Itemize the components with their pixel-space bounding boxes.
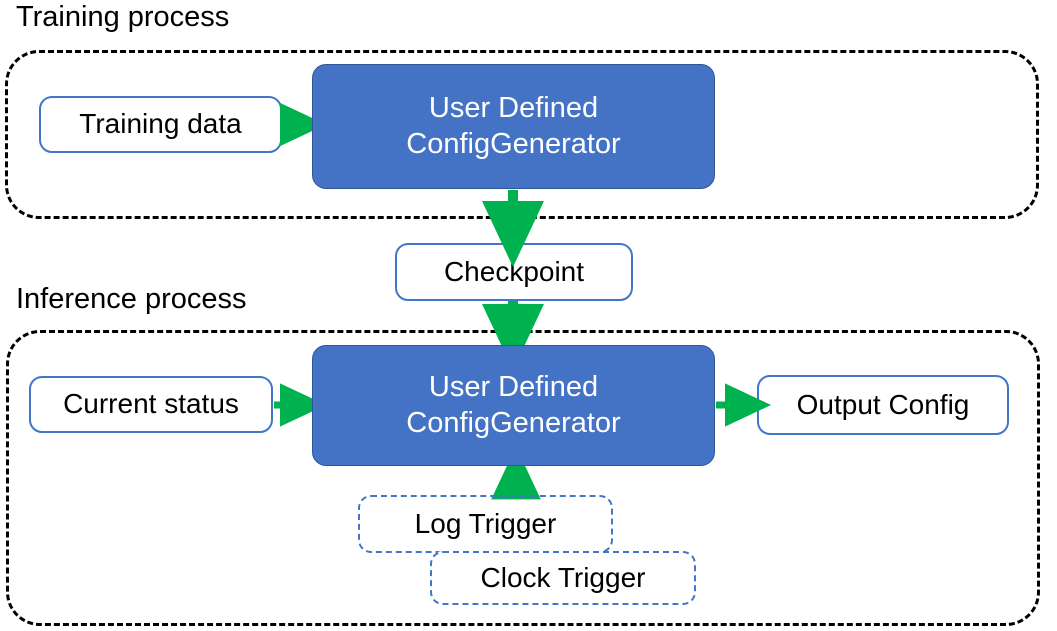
training-process-title: Training process	[16, 1, 230, 33]
node-output-config[interactable]: Output Config	[757, 375, 1009, 435]
node-user-defined-config-generator-training[interactable]: User Defined ConfigGenerator	[312, 64, 715, 189]
node-user-defined-config-generator-inference[interactable]: User Defined ConfigGenerator	[312, 345, 715, 466]
node-log-trigger[interactable]: Log Trigger	[358, 495, 613, 553]
node-current-status[interactable]: Current status	[29, 376, 273, 433]
inference-process-title: Inference process	[16, 283, 247, 315]
node-checkpoint[interactable]: Checkpoint	[395, 243, 633, 301]
udcg-inference-line2: ConfigGenerator	[406, 406, 621, 439]
node-clock-trigger[interactable]: Clock Trigger	[430, 551, 696, 605]
node-training-data[interactable]: Training data	[39, 96, 282, 153]
udcg-training-line1: User Defined	[428, 92, 599, 125]
udcg-training-line2: ConfigGenerator	[406, 127, 621, 160]
udcg-inference-line1: User Defined	[428, 371, 599, 404]
